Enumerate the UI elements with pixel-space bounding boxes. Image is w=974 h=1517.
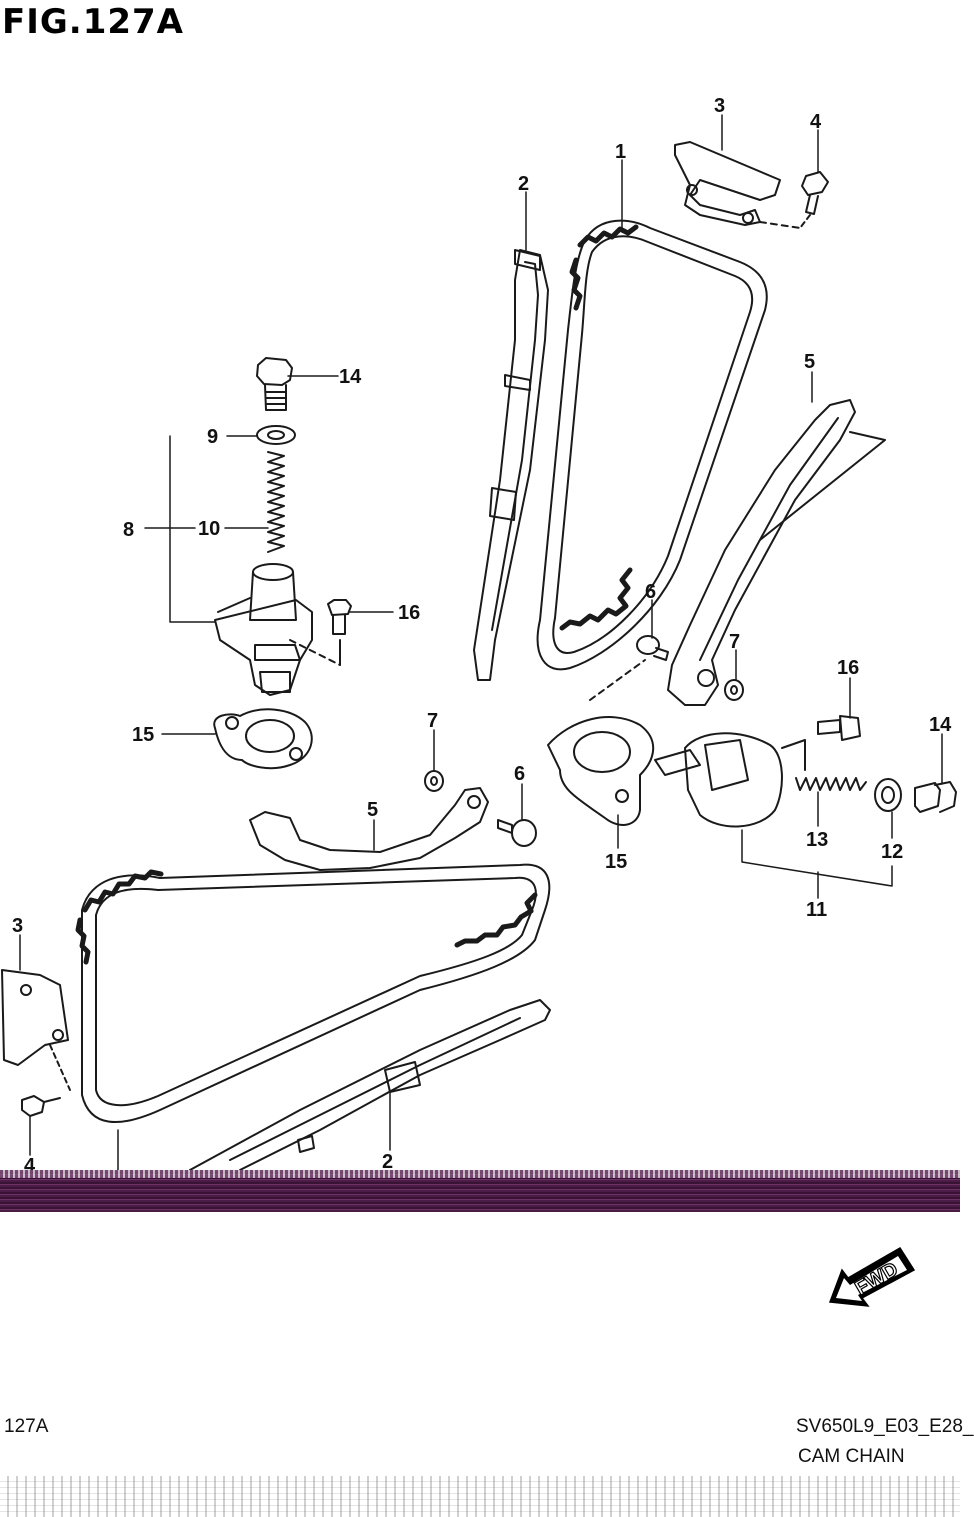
tensioner-left xyxy=(214,357,341,696)
callout-8: 8 xyxy=(123,519,134,541)
callout-3-lower: 3 xyxy=(12,915,23,937)
model-code: SV650L9_E03_E28_ xyxy=(796,1416,974,1437)
guide-bracket-lower xyxy=(1,969,71,1091)
fwd-arrow-icon: FWD xyxy=(828,1246,916,1307)
callout-2-lower: 2 xyxy=(382,1151,393,1173)
bolt-16-left xyxy=(327,599,352,635)
figure-title: FIG.127A xyxy=(2,2,184,42)
chain-guide-lower xyxy=(189,999,551,1171)
bolt-14-right xyxy=(914,781,957,813)
washer-12-right xyxy=(874,778,902,812)
washer-7-upper xyxy=(724,679,744,701)
tensioner-guide-upper xyxy=(667,399,886,706)
scan-noise xyxy=(0,1476,960,1517)
callout-15-right: 15 xyxy=(605,851,627,873)
callout-3-upper: 3 xyxy=(714,95,725,117)
callout-4-upper: 4 xyxy=(810,111,822,133)
callout-9: 9 xyxy=(207,426,218,448)
callout-13: 13 xyxy=(806,829,828,851)
gasket-right xyxy=(547,716,655,826)
chain-guide-upper xyxy=(473,249,549,681)
tensioner-guide-lower xyxy=(249,787,489,871)
callout-7-middle: 7 xyxy=(427,710,438,732)
separator-band-edge xyxy=(0,1170,960,1178)
bolt-6-middle xyxy=(497,819,537,847)
callout-14-left: 14 xyxy=(339,366,362,388)
footer-code: 127A xyxy=(4,1416,49,1437)
bolt-6-upper xyxy=(589,635,669,701)
callout-labels: 1 2 2 3 3 4 4 5 5 6 6 7 7 8 9 10 11 12 1… xyxy=(12,95,952,1177)
washer-7-middle xyxy=(424,770,444,792)
callout-16-right: 16 xyxy=(837,657,859,679)
callout-6-middle: 6 xyxy=(514,763,525,785)
bolt-upper xyxy=(799,171,829,229)
gasket-left xyxy=(213,708,313,770)
spring-right xyxy=(795,777,867,791)
bolt-16-right xyxy=(817,715,861,741)
callout-5-upper: 5 xyxy=(804,351,815,373)
callout-1: 1 xyxy=(615,141,626,163)
bolt-lower xyxy=(21,1095,61,1117)
callout-6-upper: 6 xyxy=(645,581,656,603)
cam-chain-diagram: 1 2 2 3 3 4 4 5 5 6 6 7 7 8 9 10 11 12 1… xyxy=(1,95,957,1177)
leader-lines xyxy=(19,114,943,1171)
callout-5-lower: 5 xyxy=(367,799,378,821)
tensioner-right xyxy=(654,732,806,828)
callout-10: 10 xyxy=(198,518,220,540)
guide-bracket-upper xyxy=(674,141,801,229)
callout-14-right: 14 xyxy=(929,714,952,736)
figure-subtitle: CAM CHAIN xyxy=(798,1446,905,1467)
callout-7-upper: 7 xyxy=(729,631,740,653)
callout-16-left: 16 xyxy=(398,602,420,624)
callout-11: 11 xyxy=(806,899,827,921)
callout-2-upper: 2 xyxy=(518,173,529,195)
callout-12: 12 xyxy=(881,841,903,863)
cam-chain-upper xyxy=(536,219,768,671)
callout-15-left: 15 xyxy=(132,724,154,746)
cam-chain-lower xyxy=(75,863,551,1123)
